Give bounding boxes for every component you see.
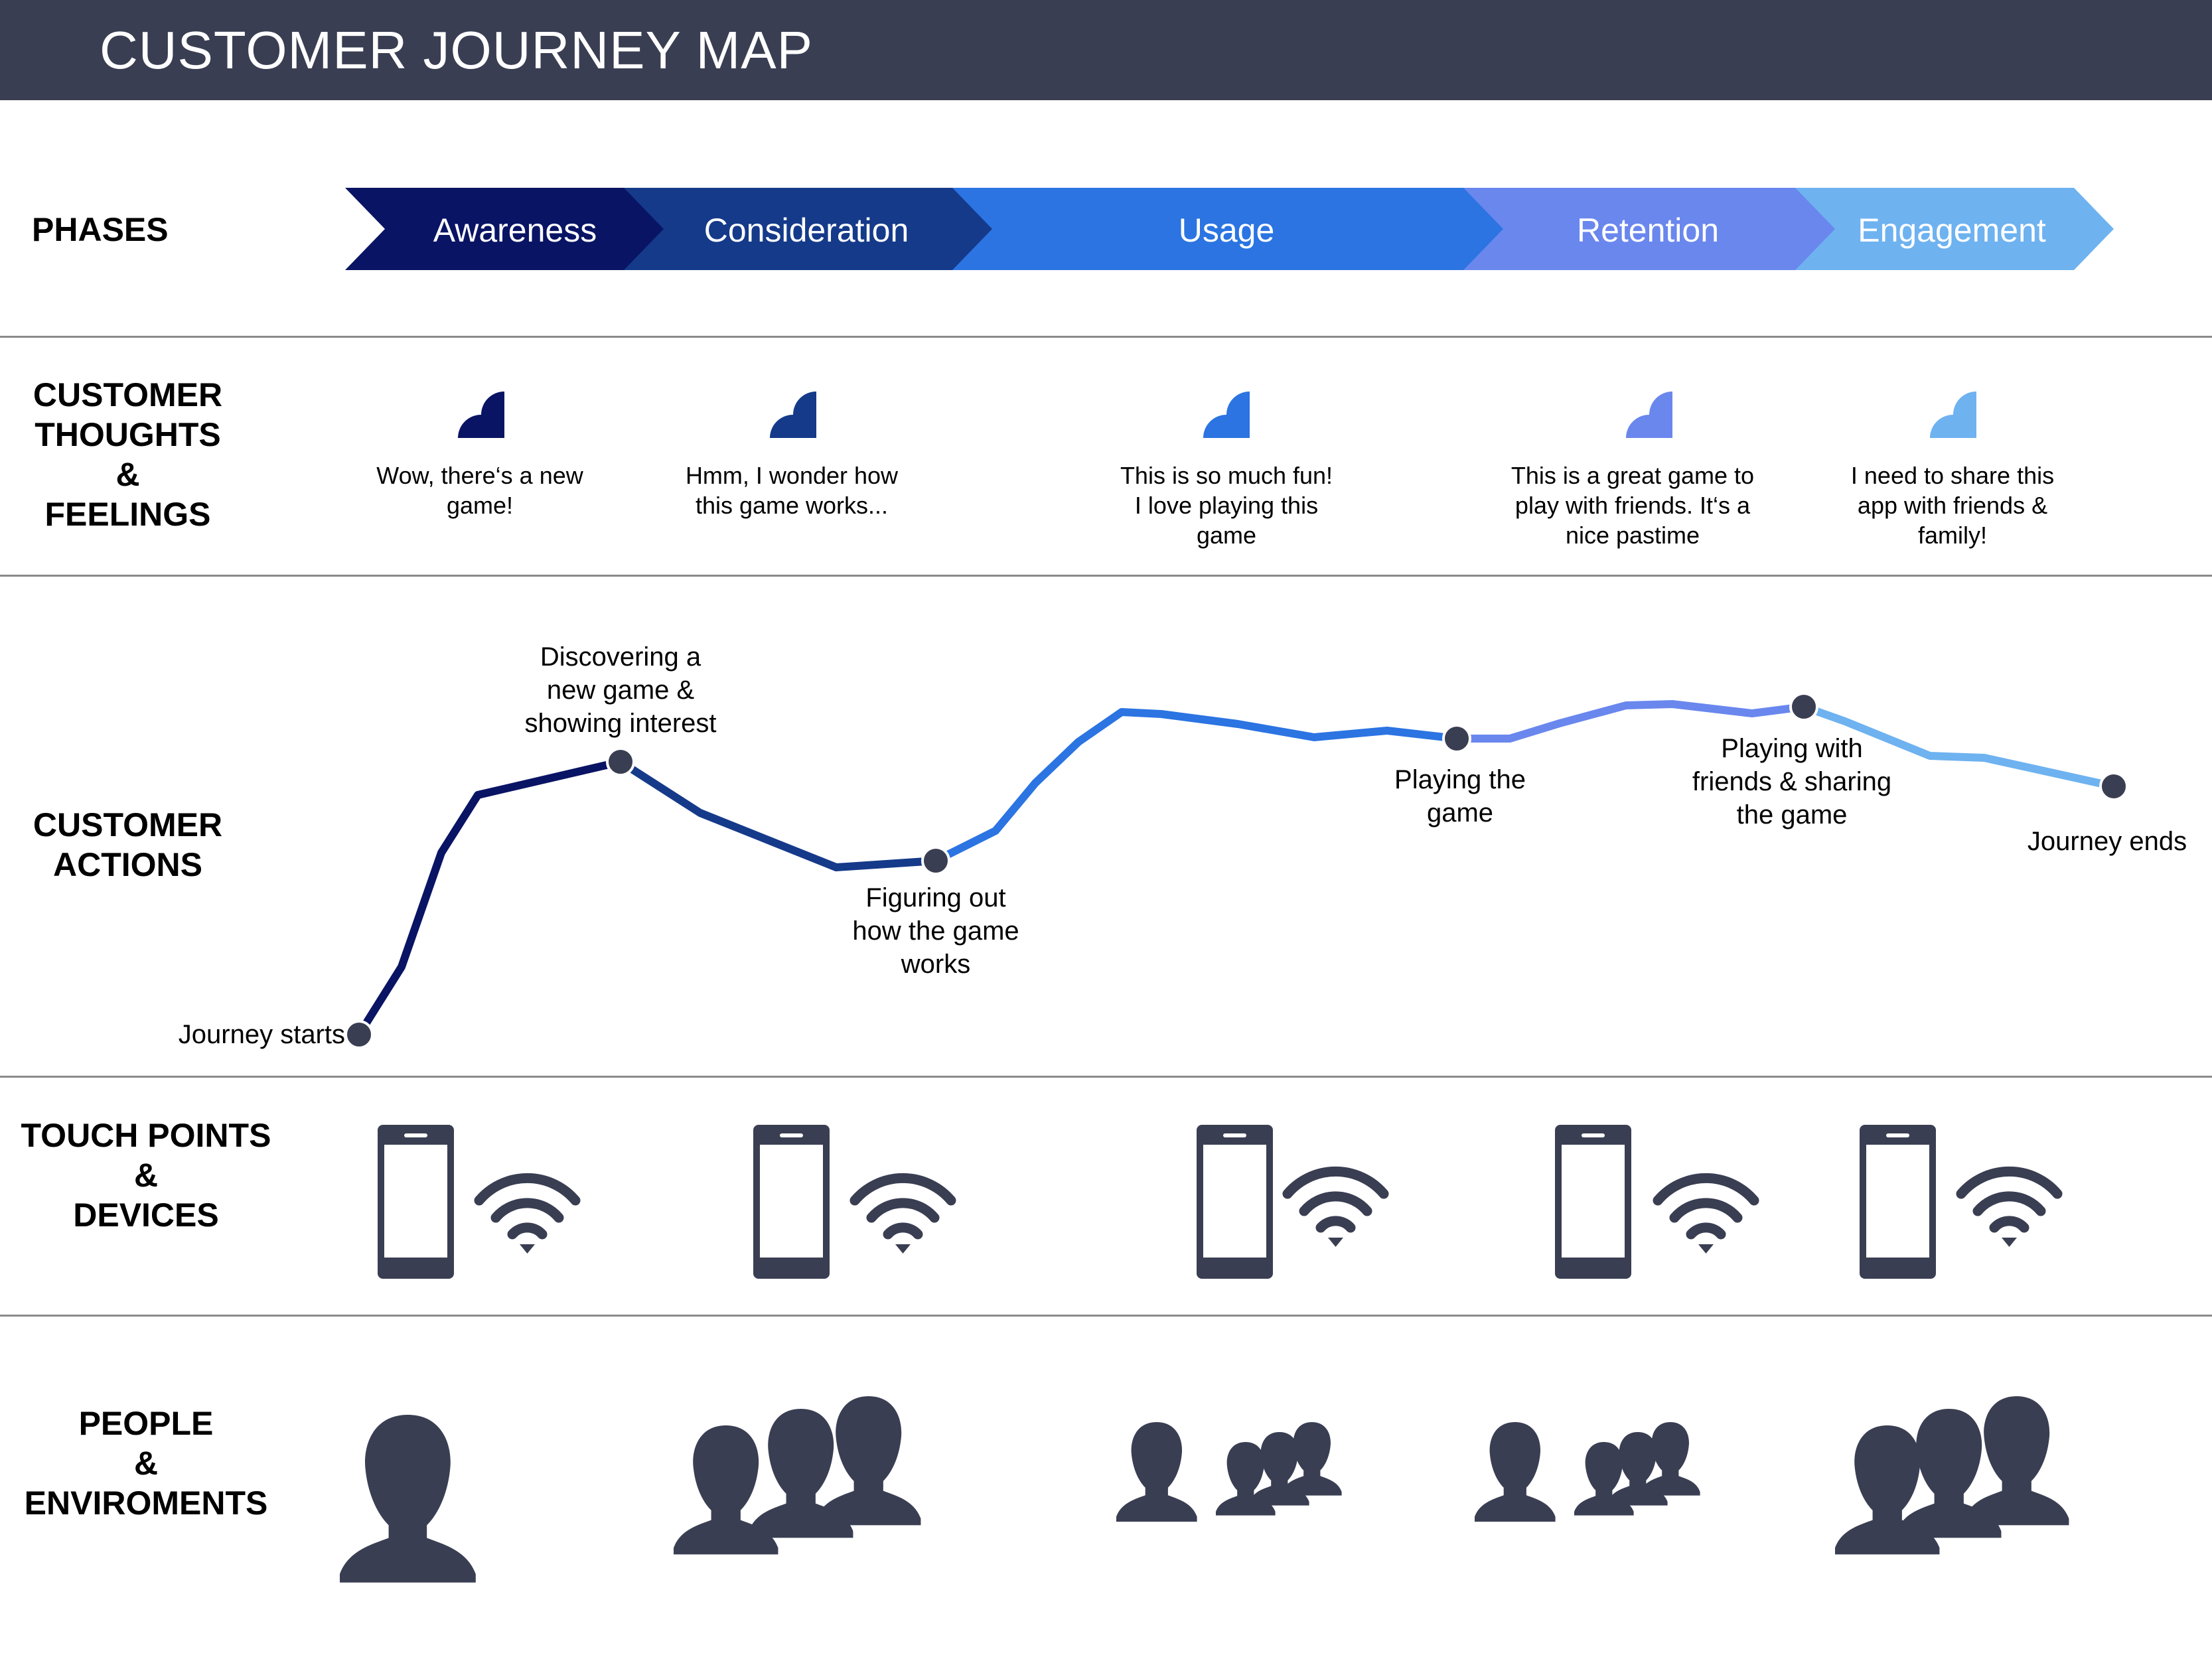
milestone-playing bbox=[1442, 724, 1471, 753]
phase-awareness bbox=[345, 188, 690, 270]
person-and-group-icon bbox=[1475, 1422, 1700, 1522]
curve-awareness bbox=[355, 758, 625, 1039]
three-people-icon bbox=[674, 1396, 921, 1555]
action-journey-starts: Journey starts bbox=[178, 1020, 345, 1049]
curve-retention bbox=[1453, 700, 1808, 743]
phase-label-awareness: Awareness bbox=[433, 212, 597, 249]
row-divider bbox=[0, 575, 2212, 577]
heart-icon bbox=[1203, 392, 1250, 438]
row-divider bbox=[0, 1076, 2212, 1078]
milestone-journey-end bbox=[2099, 772, 2128, 801]
row-label-touch-points: TOUCH POINTS&DEVICES bbox=[21, 1117, 271, 1234]
header-bar: CUSTOMER JOURNEY MAP bbox=[0, 0, 2212, 100]
phase-retention bbox=[1463, 188, 1838, 270]
action-journey-ends: Journey ends bbox=[2027, 827, 2187, 856]
row-label-phases: PHASES bbox=[32, 211, 169, 248]
phase-consideration bbox=[624, 188, 995, 270]
phase-usage bbox=[952, 188, 1507, 270]
heart-icon bbox=[458, 392, 504, 438]
row-label-people: PEOPLE&ENVIROMENTS bbox=[24, 1405, 268, 1522]
single-person-icon bbox=[340, 1415, 476, 1583]
row-divider bbox=[0, 336, 2212, 338]
phase-label-usage: Usage bbox=[1179, 212, 1275, 249]
person-and-group-icon bbox=[1116, 1422, 1342, 1522]
phase-engagement bbox=[1795, 188, 2114, 270]
phase-label-consideration: Consideration bbox=[704, 212, 909, 249]
phase-label-engagement: Engagement bbox=[1858, 212, 2046, 249]
curve-engagement bbox=[1800, 703, 2118, 790]
three-people-icon bbox=[1835, 1396, 2069, 1555]
milestone-journey-start bbox=[344, 1020, 374, 1049]
milestone-figuring-out bbox=[921, 846, 950, 875]
heart-icon bbox=[1626, 392, 1672, 438]
page-title: CUSTOMER JOURNEY MAP bbox=[100, 21, 813, 80]
heart-icon bbox=[1930, 392, 1976, 438]
milestone-sharing bbox=[1789, 692, 1818, 721]
milestone-discovering bbox=[606, 747, 635, 776]
heart-icon bbox=[770, 392, 816, 438]
row-divider bbox=[0, 1315, 2212, 1317]
curve-usage bbox=[932, 708, 1461, 865]
curve-consideration bbox=[617, 758, 940, 871]
phase-label-retention: Retention bbox=[1577, 212, 1719, 249]
